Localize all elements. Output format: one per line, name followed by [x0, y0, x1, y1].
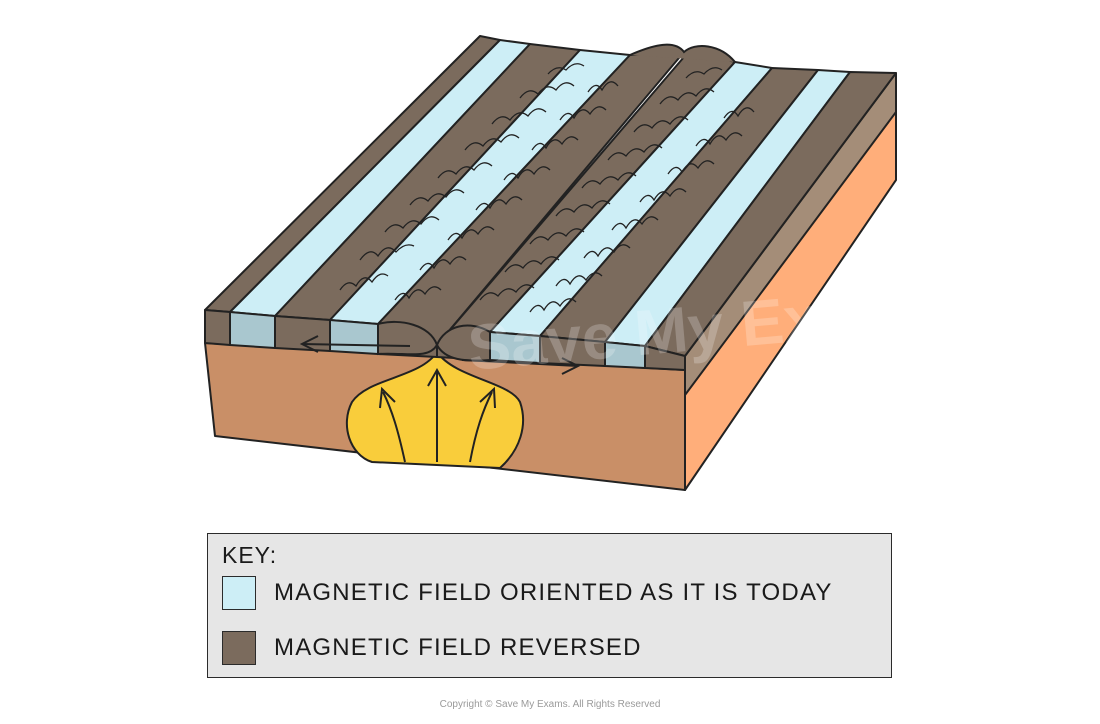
rift-lobe-right: [435, 324, 491, 362]
arrow-left: [301, 343, 411, 347]
key-label-reversed: MAGNETIC FIELD REVERSED: [274, 634, 642, 661]
key-label-today: MAGNETIC FIELD ORIENTED AS IT IS TODAY: [274, 579, 833, 606]
key-legend: KEY: MAGNETIC FIELD ORIENTED AS IT IS TO…: [207, 533, 892, 678]
magma-chamber: [345, 350, 525, 470]
plate-divergence-arrows: [299, 335, 581, 375]
key-item-reversed: MAGNETIC FIELD REVERSED: [222, 630, 642, 666]
copyright-notice: Copyright © Save My Exams. All Rights Re…: [439, 699, 661, 710]
ridge-texture: [339, 63, 755, 313]
swatch-today: [222, 576, 256, 610]
ridge-crest: [629, 43, 736, 63]
key-title: KEY:: [222, 542, 278, 568]
key-item-today: MAGNETIC FIELD ORIENTED AS IT IS TODAY: [222, 575, 833, 611]
arrow-right: [461, 359, 579, 367]
magma-flow-arrows: [379, 367, 496, 463]
swatch-reversed: [222, 631, 256, 665]
